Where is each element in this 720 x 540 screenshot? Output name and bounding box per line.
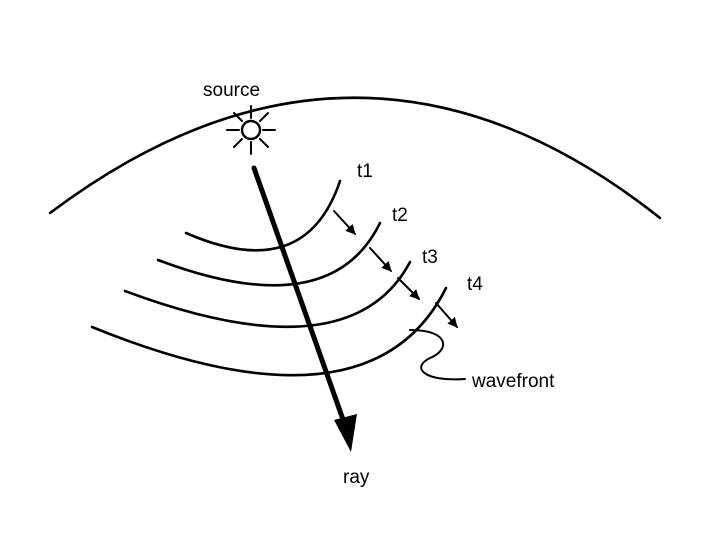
wavefront-t4 [90,286,448,377]
propagation-arrow-2 [369,247,392,272]
wavefront-t3 [123,260,412,329]
t2-label: t2 [392,205,408,226]
propagation-arrow-1 [333,210,356,235]
source-icon [226,105,276,155]
ray-arrow [251,165,357,452]
t1-label: t1 [357,161,373,182]
source-label: source [203,80,260,101]
propagation-arrow-4 [435,302,458,328]
wavefront-leader-line [409,329,466,381]
wavefront-label: wavefront [471,371,555,392]
t3-label: t3 [422,247,438,268]
ray-label: ray [343,467,370,488]
earth-surface-arc [48,96,662,220]
wavefront-t2 [156,221,382,287]
propagation-arrow-3 [397,277,420,300]
t4-label: t4 [467,274,483,295]
